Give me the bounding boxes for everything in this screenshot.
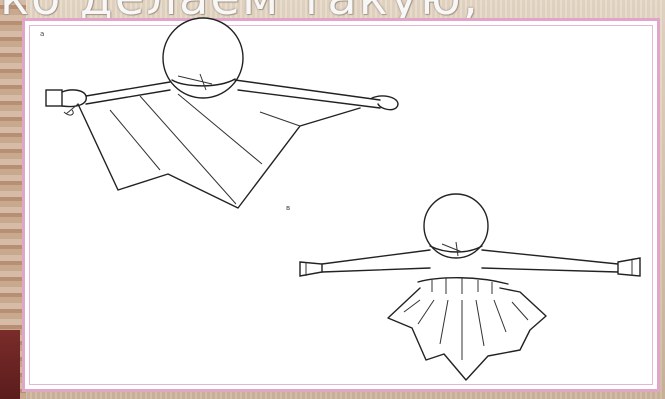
doll-b-right-arm: [482, 250, 618, 272]
doll-a-left-arm: [86, 82, 170, 104]
doll-a-left-hand-wrap: [62, 90, 86, 107]
doll-b-left-hand: [300, 262, 322, 276]
doll-a-skirt-edge: [66, 104, 78, 114]
doll-a-left-hand: [46, 90, 62, 106]
doll-a: [46, 18, 398, 208]
doll-a-skirt-folds: [110, 94, 300, 204]
doll-b-hand-wraps: [306, 260, 632, 276]
doll-b-right-hand: [618, 258, 640, 276]
figure-b-mark: в: [286, 204, 290, 212]
figure-a-mark: а: [40, 30, 44, 38]
doll-b-left-arm: [322, 250, 430, 272]
doll-a-left-hand-tail: [64, 110, 73, 115]
doll-b-skirt-outline: [388, 288, 546, 380]
doll-a-skirt-outline: [78, 104, 360, 208]
doll-b: [300, 194, 640, 380]
doll-a-right-arm: [235, 80, 380, 108]
doll-b-waist-gathers: [432, 278, 492, 294]
